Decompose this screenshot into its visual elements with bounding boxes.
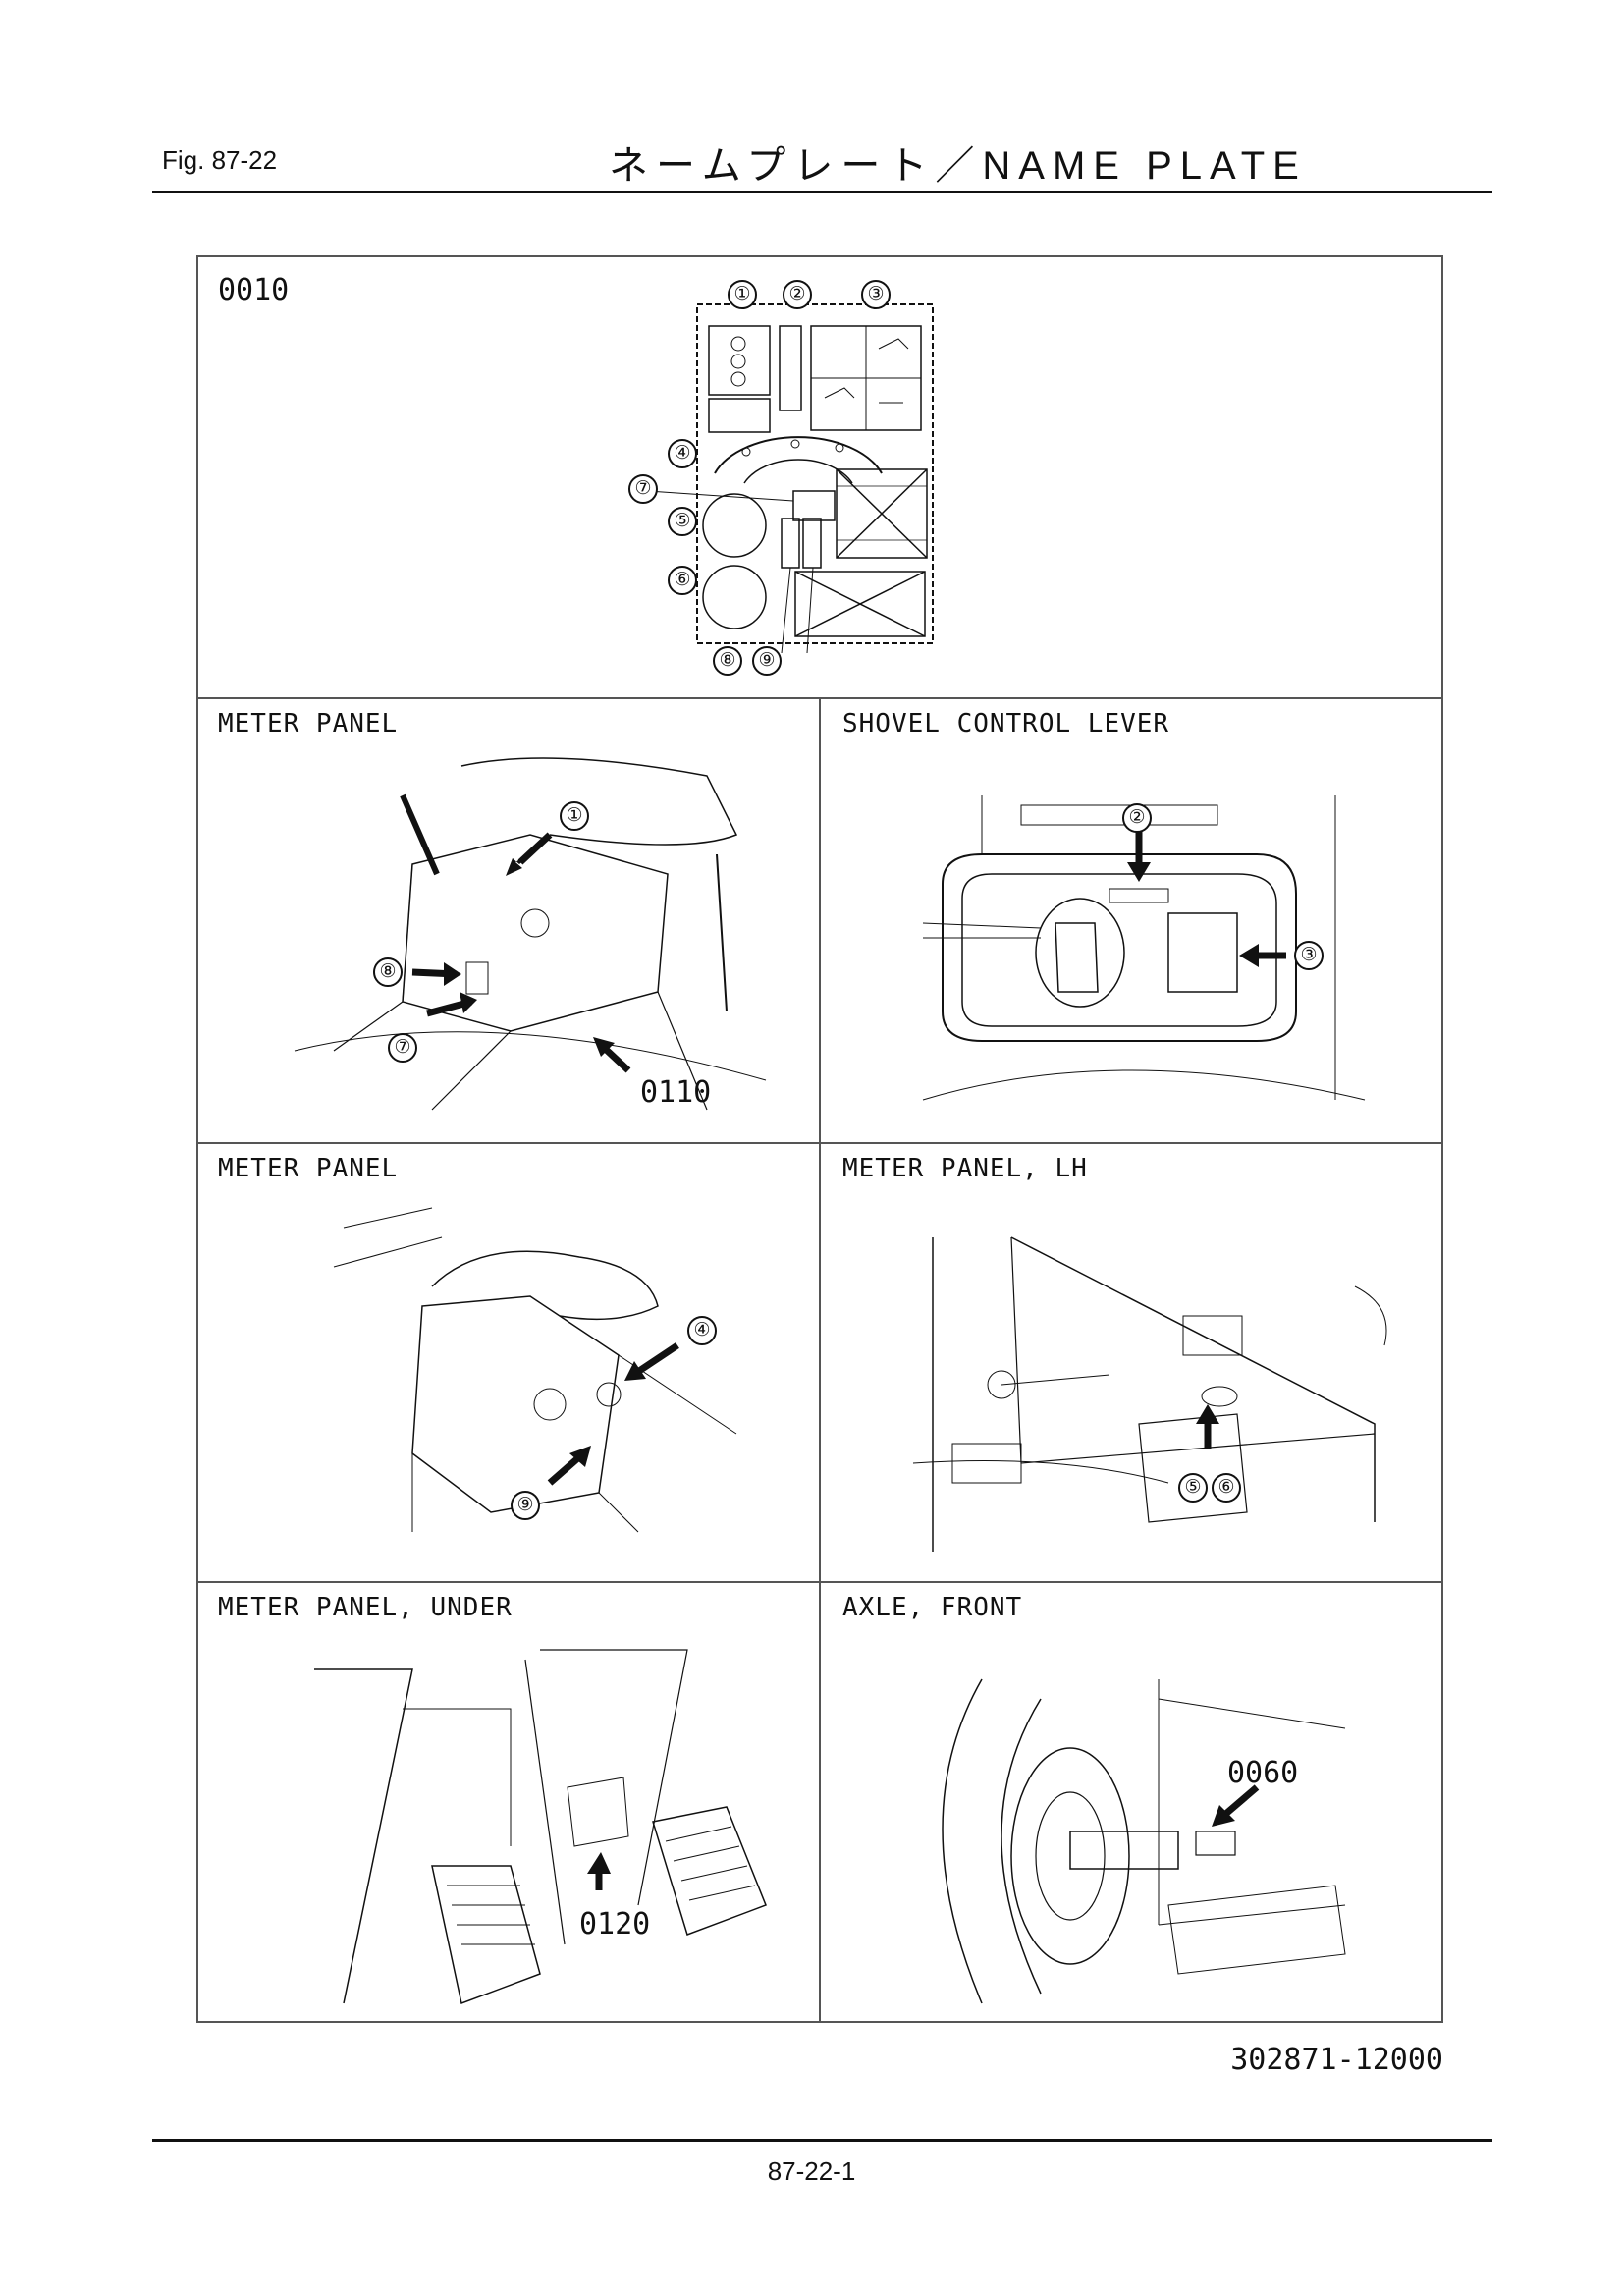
callout-1-meter: ① [560, 801, 589, 831]
part-number-0120: 0120 [579, 1907, 651, 1941]
document-number: 302871-12000 [1230, 2043, 1443, 2077]
meter-panel-illustration [294, 757, 767, 1111]
meter-panel-lh-illustration [912, 1236, 1387, 1552]
callout-2-shovel: ② [1122, 803, 1152, 833]
callout-1: ① [728, 280, 757, 309]
callout-3-shovel: ③ [1294, 941, 1324, 970]
meter-panel-2-illustration [333, 1207, 737, 1533]
caption-axle-front: AXLE, FRONT [842, 1593, 1023, 1622]
part-number-0010: 0010 [218, 273, 290, 307]
decal-sheet-illustration [647, 303, 934, 654]
callout-6: ⑥ [668, 566, 697, 595]
callout-7: ⑦ [628, 474, 658, 504]
callout-8-meter: ⑧ [373, 957, 403, 987]
grid-divider-vertical [819, 697, 821, 2023]
callout-5: ⑤ [668, 507, 697, 536]
caption-meter-panel-1: METER PANEL [218, 709, 399, 738]
caption-shovel-control-lever: SHOVEL CONTROL LEVER [842, 709, 1170, 738]
callout-3: ③ [861, 280, 891, 309]
figure-label: Fig. 87-22 [162, 145, 278, 175]
callout-6-lh: ⑥ [1212, 1473, 1241, 1503]
footer-rule [152, 2139, 1492, 2142]
callout-7-meter: ⑦ [388, 1033, 417, 1063]
header-rule [152, 191, 1492, 193]
callout-4-meter2: ④ [687, 1316, 717, 1345]
part-number-0110: 0110 [640, 1075, 712, 1110]
meter-panel-under-illustration [314, 1649, 767, 2005]
callout-4: ④ [668, 439, 697, 468]
callout-2: ② [783, 280, 812, 309]
callout-5-lh: ⑤ [1178, 1473, 1208, 1503]
caption-meter-panel-under: METER PANEL, UNDER [218, 1593, 513, 1622]
part-number-0060: 0060 [1227, 1756, 1299, 1790]
page-title: ネームプレート／NAME PLATE [609, 144, 1307, 188]
callout-8: ⑧ [713, 646, 742, 676]
page-number: 87-22-1 [767, 2157, 856, 2186]
callout-9-meter2: ⑨ [511, 1491, 540, 1520]
axle-front-illustration [942, 1678, 1346, 2004]
caption-meter-panel-lh: METER PANEL, LH [842, 1154, 1088, 1183]
callout-9: ⑨ [752, 646, 782, 676]
caption-meter-panel-2: METER PANEL [218, 1154, 399, 1183]
